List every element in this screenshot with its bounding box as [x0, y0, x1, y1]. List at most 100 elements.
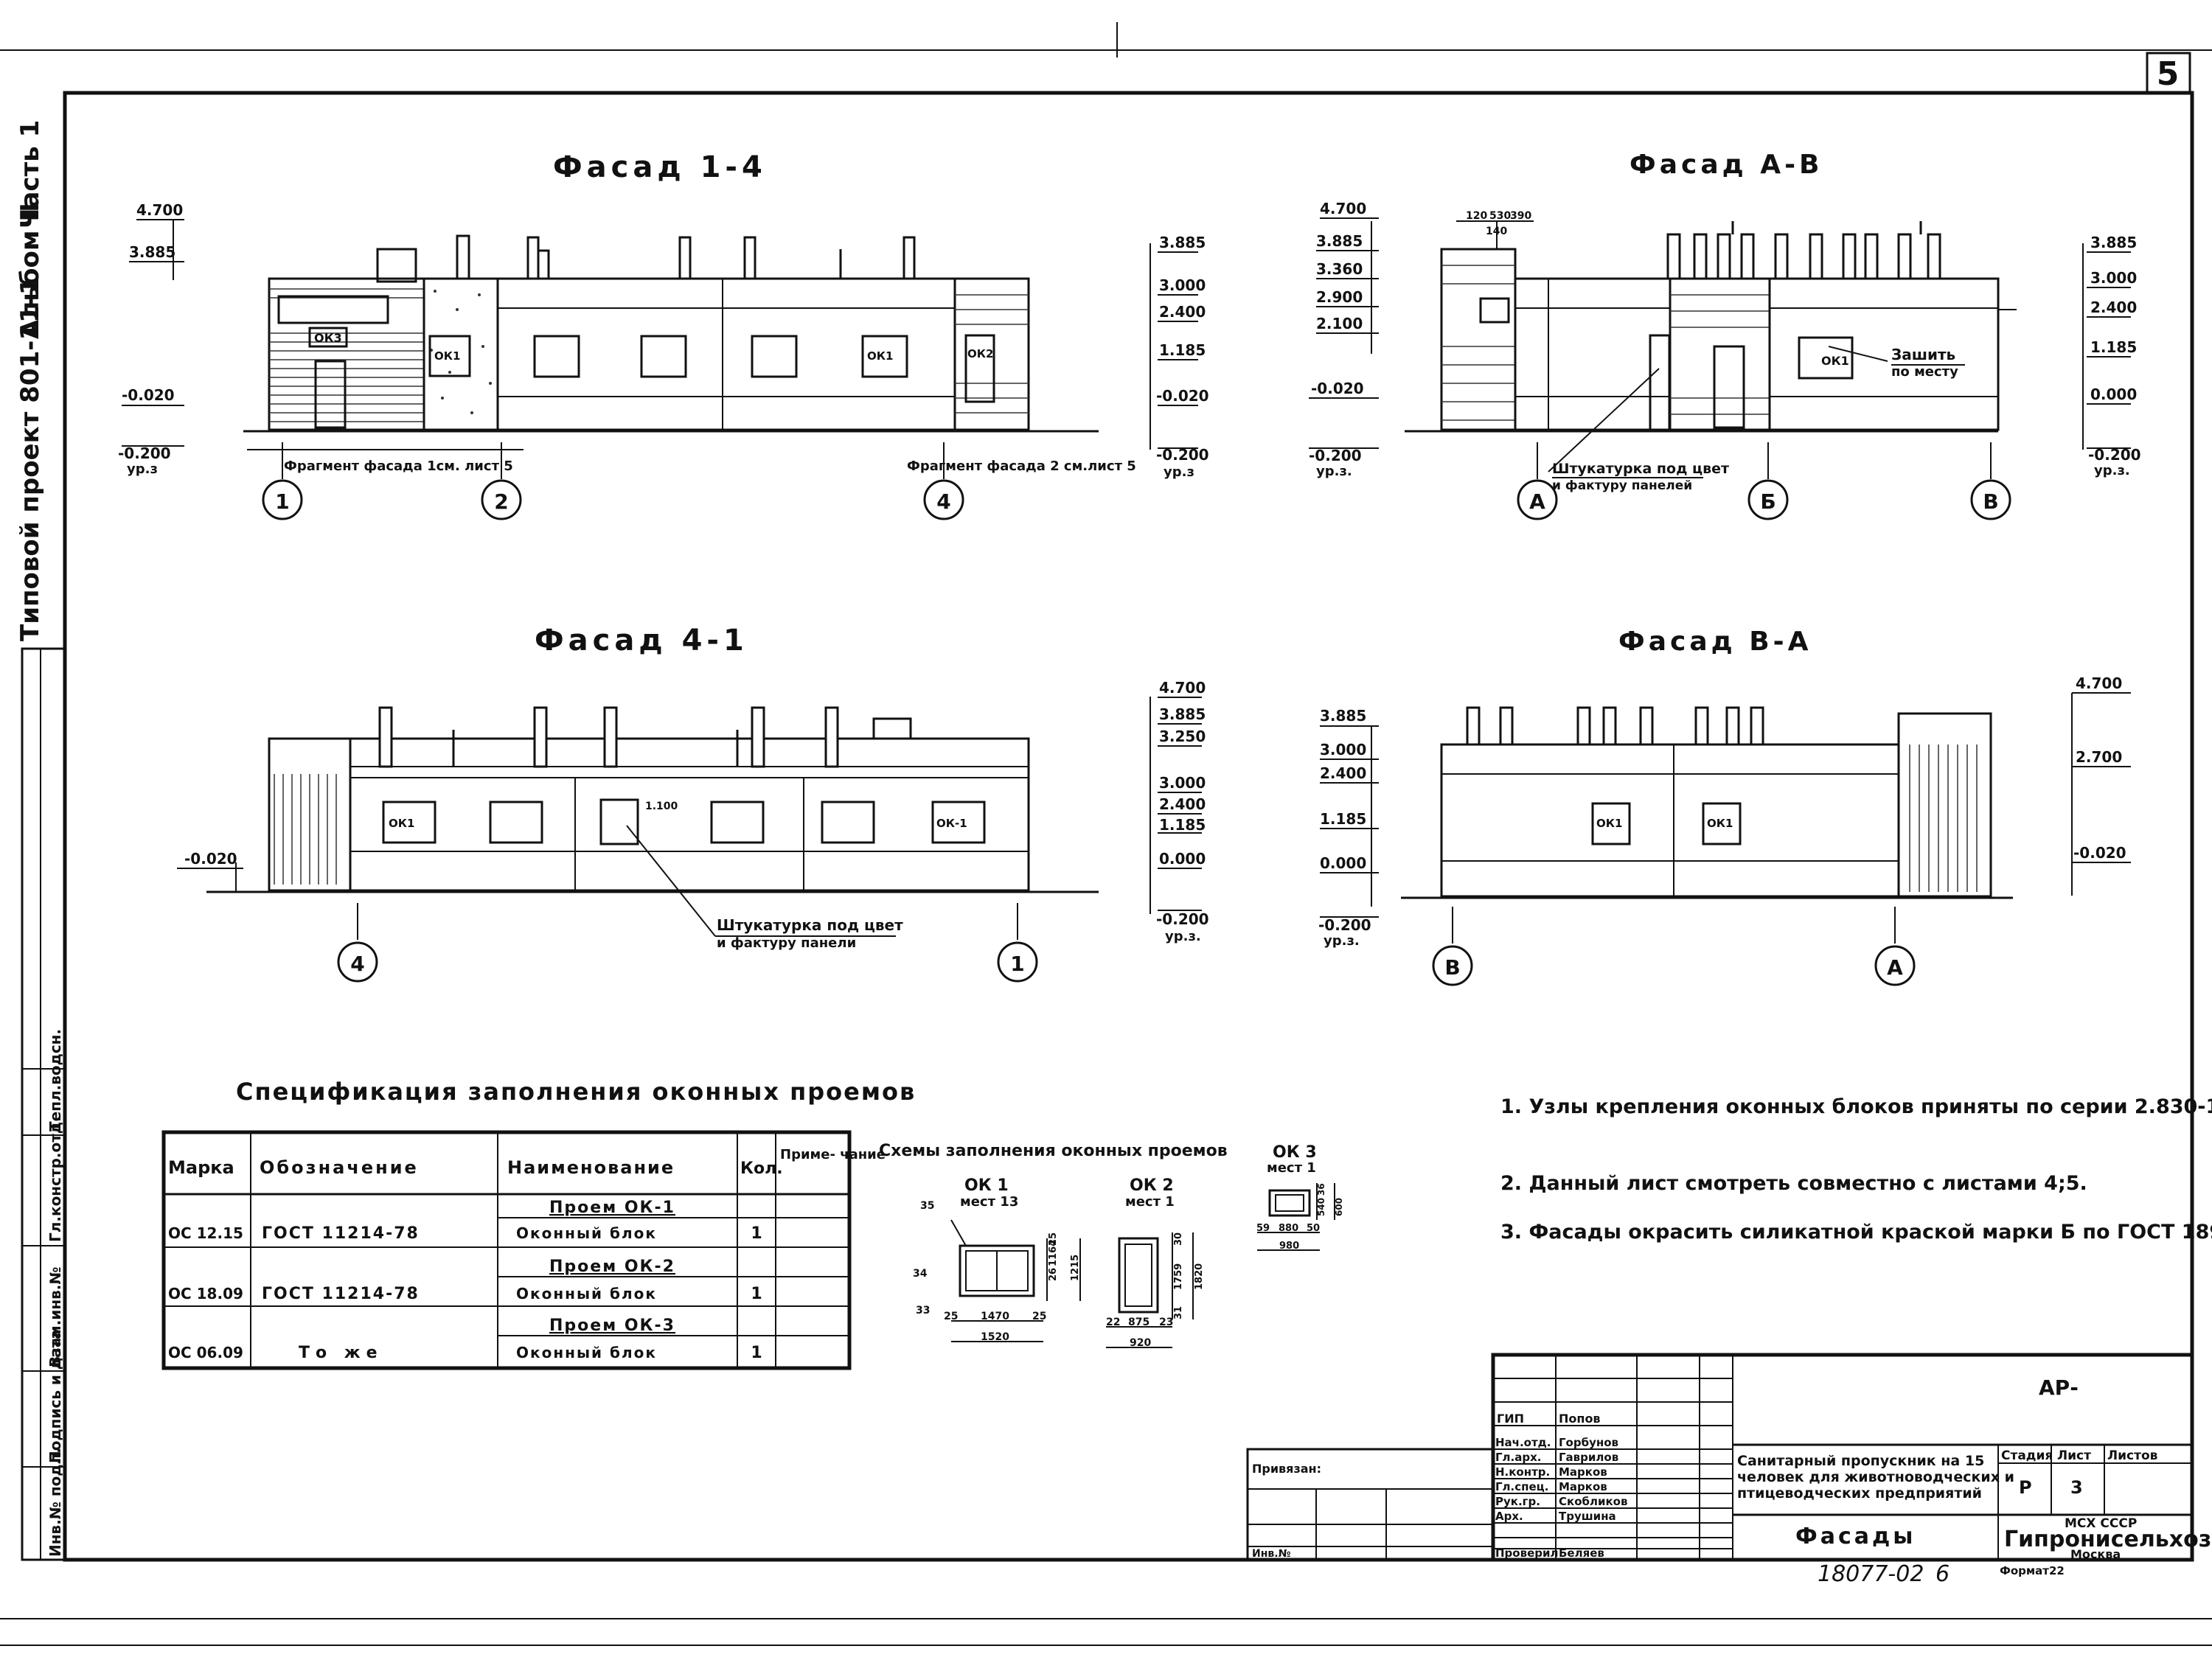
- ok1-dim-9: 1164: [1048, 1240, 1059, 1266]
- fab-dim-1: 120: [1466, 210, 1487, 222]
- stamp-role-3: Гл.арх.: [1495, 1451, 1541, 1464]
- stamp-inv-label: Инв.№: [1252, 1548, 1291, 1560]
- fab-left-level-1: 4.700: [1320, 200, 1366, 217]
- stamp-sheet-name: Фасады: [1795, 1524, 1916, 1549]
- note-3: 3. Фасады окрасить силикатной краской ма…: [1500, 1221, 2212, 1244]
- ok3-dim-2: 880: [1279, 1223, 1298, 1234]
- stamp-title-1: Санитарный пропускник на 15: [1737, 1453, 1984, 1469]
- fab-right-level-4: 1.185: [2090, 338, 2137, 356]
- facade-a-b-title: Фасад А-В: [1630, 150, 1823, 180]
- f41-right-level-1: 4.700: [1159, 679, 1206, 697]
- facade-4-1: Фасад 4-1 ОК1 1.100 ОК-1 -0.: [177, 624, 1209, 983]
- fab-left-level-5: 2.100: [1316, 315, 1363, 332]
- stamp-role-4: Н.контр.: [1495, 1465, 1550, 1479]
- f14-right-level-2: 3.000: [1159, 276, 1206, 294]
- spec-section-1: Проем ОК-1: [549, 1199, 675, 1217]
- f41-right-level-6: 1.185: [1159, 816, 1206, 834]
- f14-right-level-4: 1.185: [1159, 341, 1206, 359]
- stamp-name-3: Гаврилов: [1559, 1451, 1618, 1464]
- fab-right-level-7: ур.з.: [2094, 463, 2130, 478]
- f41-mark-ok1: ОК1: [389, 817, 414, 830]
- side-part-label: Часть 1: [15, 120, 45, 229]
- fba-axis-v: В: [1444, 955, 1460, 980]
- facade-a-b: Фасад А-В ОК1: [1309, 150, 2141, 520]
- stamp-name-2: Горбунов: [1559, 1436, 1618, 1449]
- facade-1-4: Фасад 1-4 ОК3 ОК1: [118, 150, 1209, 520]
- ok1-dim-10: 25: [1048, 1232, 1059, 1246]
- fba-left-level-3: 2.400: [1320, 764, 1366, 782]
- ok3-dim-6: 540: [1316, 1198, 1326, 1216]
- fab-dim-3: 390: [1510, 210, 1531, 222]
- spec-row-1-designation: ГОСТ 11214-78: [262, 1224, 420, 1243]
- f14-mark-ok1-b: ОК1: [867, 349, 893, 363]
- spec-row-1-name: Оконный блок: [516, 1224, 657, 1242]
- ok3-dim-4: 980: [1279, 1241, 1299, 1252]
- f14-fragment-left: Фрагмент фасада 1см. лист 5: [284, 458, 513, 474]
- sheet-number-box: [2146, 52, 2191, 94]
- f14-right-level-7: ур.з: [1164, 464, 1194, 480]
- spec-row-3-name: Оконный блок: [516, 1344, 657, 1361]
- spec-row-2-name: Оконный блок: [516, 1285, 657, 1302]
- ok2-dim-5: 30: [1173, 1232, 1184, 1246]
- ok1-dim-2: 34: [913, 1268, 928, 1280]
- f14-left-level-1: 4.700: [136, 201, 183, 219]
- fab-axis-a: А: [1529, 489, 1545, 514]
- ok1-dim-6: 25: [1032, 1311, 1046, 1322]
- ok1-dim-1: 35: [920, 1200, 934, 1212]
- fab-left-level-2: 3.885: [1316, 232, 1363, 250]
- f14-right-level-3: 2.400: [1159, 303, 1206, 321]
- fba-right-level-3: -0.020: [2073, 844, 2126, 862]
- fab-left-level-4: 2.900: [1316, 288, 1363, 306]
- f41-left-level-1: -0.020: [184, 850, 237, 868]
- side-cell-2: Гл.констр.отд.: [46, 1116, 64, 1242]
- stamp-org-2: Гипронисельхоз: [2004, 1527, 2211, 1552]
- f14-fragment-right: Фрагмент фасада 2 см.лист 5: [907, 458, 1136, 474]
- ok2-dim-1: 22: [1106, 1316, 1120, 1328]
- f14-axis-1: 1: [275, 489, 289, 514]
- spec-row-3-mark: ОС 06.09: [168, 1344, 243, 1361]
- spec-row-1-mark: ОС 12.15: [168, 1224, 243, 1242]
- facade-1-4-title: Фасад 1-4: [553, 150, 767, 184]
- fab-left-level-7: -0.200: [1309, 447, 1362, 464]
- ok2-dim-3: 23: [1159, 1316, 1173, 1328]
- fab-left-level-8: ур.з.: [1316, 464, 1352, 479]
- f41-right-level-2: 3.885: [1159, 705, 1206, 723]
- stamp-name-5: Марков: [1559, 1480, 1607, 1493]
- stamp-binding-label: Привязан:: [1252, 1462, 1321, 1476]
- f14-mark-ok3: ОК3: [314, 331, 342, 345]
- ok3-dim-1: 59: [1256, 1223, 1270, 1234]
- ok1-dim-11: 1215: [1070, 1255, 1081, 1281]
- stamp-name-6: Скобликов: [1559, 1495, 1627, 1508]
- side-project-label: Типовой проект 801-11-1: [15, 278, 45, 641]
- f41-note-plaster-2: и фактуру панели: [717, 935, 856, 951]
- sheet-number: 5: [2157, 55, 2180, 93]
- f41-note-plaster-1: Штукатурка под цвет: [717, 916, 903, 934]
- stamp-role-2: Нач.отд.: [1495, 1436, 1551, 1449]
- note-2: 2. Данный лист смотреть совместно с лист…: [1500, 1172, 2087, 1195]
- stamp-doc-number: 18077-02: [1818, 1561, 1924, 1587]
- fab-left-level-3: 3.360: [1316, 260, 1363, 278]
- spec-row-3-qty: 1: [751, 1344, 762, 1362]
- spec-header-note: Приме- чание: [780, 1147, 886, 1162]
- fba-left-level-2: 3.000: [1320, 741, 1366, 758]
- ok3-dim-7: 600: [1334, 1198, 1344, 1216]
- spec-section-3: Проем ОК-3: [549, 1316, 675, 1335]
- fab-left-level-6: -0.020: [1311, 380, 1364, 397]
- ok2-dim-8: 31: [1173, 1306, 1184, 1319]
- schemes-title: Схемы заполнения оконных проемов: [879, 1142, 1228, 1160]
- fba-left-level-4: 1.185: [1320, 810, 1366, 828]
- stamp-title-2: человек для животноводческих и: [1737, 1469, 2014, 1485]
- spec-row-2-mark: ОС 18.09: [168, 1285, 243, 1302]
- stamp-stage-label: Стадия: [2001, 1448, 2053, 1463]
- ok2-dim-2: 875: [1128, 1316, 1150, 1328]
- spec-header-mark: Марка: [168, 1157, 234, 1178]
- f41-small-level: 1.100: [645, 801, 678, 812]
- ok3-name: ОК 3: [1273, 1143, 1317, 1162]
- facade-v-a-title: Фасад В-А: [1618, 627, 1812, 657]
- stamp-sheet: 3: [2070, 1477, 2083, 1498]
- ok3-dim-3: 50: [1307, 1223, 1320, 1234]
- f41-axis-4: 4: [350, 952, 364, 976]
- fab-note-plaster-2: и фактуру панелей: [1552, 478, 1692, 493]
- spec-section-2: Проем ОК-2: [549, 1258, 675, 1276]
